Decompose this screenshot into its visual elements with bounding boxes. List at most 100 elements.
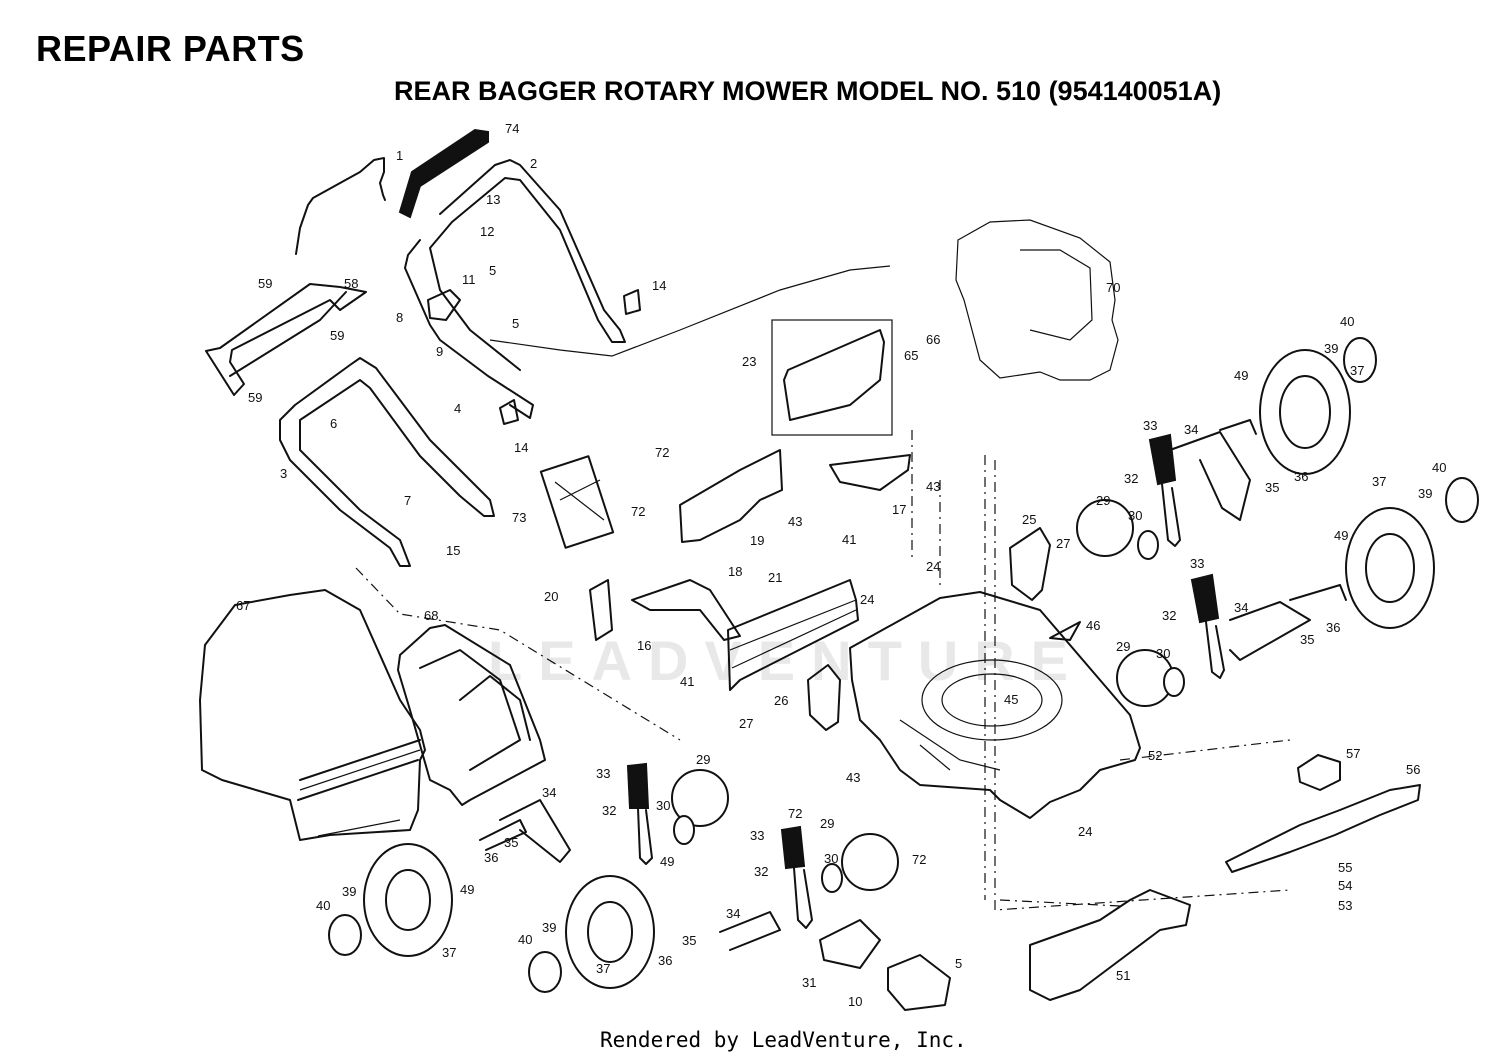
callout-23: 23	[742, 354, 756, 369]
assembly-lines	[355, 430, 1291, 911]
callout-49: 49	[460, 882, 474, 897]
part-upper-handle	[404, 159, 626, 419]
callout-36: 36	[1326, 620, 1340, 635]
callout-32: 32	[1162, 608, 1176, 623]
callout-41: 41	[842, 532, 856, 547]
callout-13: 13	[486, 192, 500, 207]
callout-25: 25	[1022, 512, 1036, 527]
callout-53: 53	[1338, 898, 1352, 913]
callout-29: 29	[820, 816, 834, 831]
part-handle-grip	[398, 128, 489, 219]
part-31	[819, 919, 881, 969]
part-hubcaps	[328, 337, 1479, 993]
callout-34: 34	[1234, 600, 1248, 615]
callout-2: 2	[530, 156, 537, 171]
callout-17: 17	[892, 502, 906, 517]
callout-30: 30	[656, 798, 670, 813]
callout-32: 32	[602, 803, 616, 818]
callout-29: 29	[1096, 493, 1110, 508]
callout-33: 33	[750, 828, 764, 843]
callout-9: 9	[436, 344, 443, 359]
callout-57: 57	[1346, 746, 1360, 761]
callout-46: 46	[1086, 618, 1100, 633]
part-decal	[539, 455, 615, 549]
callout-35: 35	[682, 933, 696, 948]
callout-45: 45	[1004, 692, 1018, 707]
callout-39: 39	[542, 920, 556, 935]
callout-40: 40	[1432, 460, 1446, 475]
callout-54: 54	[1338, 878, 1352, 893]
callout-24: 24	[860, 592, 874, 607]
callout-27: 27	[739, 716, 753, 731]
part-deflector-frame	[771, 319, 893, 436]
part-callouts: 1234555678910111213141415161718192021232…	[236, 121, 1446, 1009]
callout-66: 66	[926, 332, 940, 347]
callout-7: 7	[404, 493, 411, 508]
part-bracket-20	[589, 579, 613, 641]
footer-credit: Rendered by LeadVenture, Inc.	[600, 1028, 967, 1052]
part-grass-bag	[199, 589, 426, 841]
callout-72: 72	[788, 806, 802, 821]
callout-30: 30	[1128, 508, 1142, 523]
part-control-cable	[489, 265, 891, 357]
callout-43: 43	[788, 514, 802, 529]
callout-40: 40	[518, 932, 532, 947]
part-blade-adapter	[1297, 754, 1341, 791]
callout-72: 72	[655, 445, 669, 460]
callout-37: 37	[1372, 474, 1386, 489]
part-bracket-17	[829, 454, 911, 491]
callout-40: 40	[1340, 314, 1354, 329]
callout-4: 4	[454, 401, 461, 416]
part-bracket-16	[631, 579, 741, 641]
part-46	[1049, 621, 1081, 641]
callout-74: 74	[505, 121, 519, 136]
callout-12: 12	[480, 224, 494, 239]
callout-37: 37	[596, 961, 610, 976]
callout-14: 14	[514, 440, 528, 455]
part-engine	[955, 219, 1119, 381]
page-title: REPAIR PARTS	[36, 28, 305, 69]
callout-34: 34	[726, 906, 740, 921]
callout-18: 18	[728, 564, 742, 579]
callout-27: 27	[1056, 536, 1070, 551]
callout-5: 5	[955, 956, 962, 971]
callout-32: 32	[1124, 471, 1138, 486]
callout-21: 21	[768, 570, 782, 585]
part-bracket-25	[1009, 527, 1051, 601]
callout-33: 33	[596, 766, 610, 781]
callout-31: 31	[802, 975, 816, 990]
callout-5: 5	[512, 316, 519, 331]
callout-55: 55	[1338, 860, 1352, 875]
model-subtitle: REAR BAGGER ROTARY MOWER MODEL NO. 510 (…	[394, 76, 1222, 106]
callout-20: 20	[544, 589, 558, 604]
callout-34: 34	[1184, 422, 1198, 437]
part-gears	[671, 499, 1174, 891]
callout-11: 11	[462, 272, 476, 287]
callout-34: 34	[542, 785, 556, 800]
callout-5: 5	[489, 263, 496, 278]
callout-35: 35	[504, 835, 518, 850]
callout-16: 16	[637, 638, 651, 653]
callout-24: 24	[1078, 824, 1092, 839]
part-10	[887, 954, 951, 1011]
callout-3: 3	[280, 466, 287, 481]
callout-59: 59	[258, 276, 272, 291]
parts-drawing	[199, 128, 1479, 1011]
callout-32: 32	[754, 864, 768, 879]
callout-35: 35	[1265, 480, 1279, 495]
part-bag-frame	[397, 624, 546, 806]
callout-30: 30	[824, 851, 838, 866]
part-lower-handle	[279, 357, 495, 567]
callout-40: 40	[316, 898, 330, 913]
callout-68: 68	[424, 608, 438, 623]
callout-29: 29	[1116, 639, 1130, 654]
callout-41: 41	[680, 674, 694, 689]
callout-58: 58	[344, 276, 358, 291]
part-axles	[479, 419, 1347, 951]
callout-39: 39	[1324, 341, 1338, 356]
callout-67: 67	[236, 598, 250, 613]
callout-37: 37	[1350, 363, 1364, 378]
callout-29: 29	[696, 752, 710, 767]
part-deflector	[783, 329, 885, 421]
part-mower-deck	[849, 591, 1141, 819]
